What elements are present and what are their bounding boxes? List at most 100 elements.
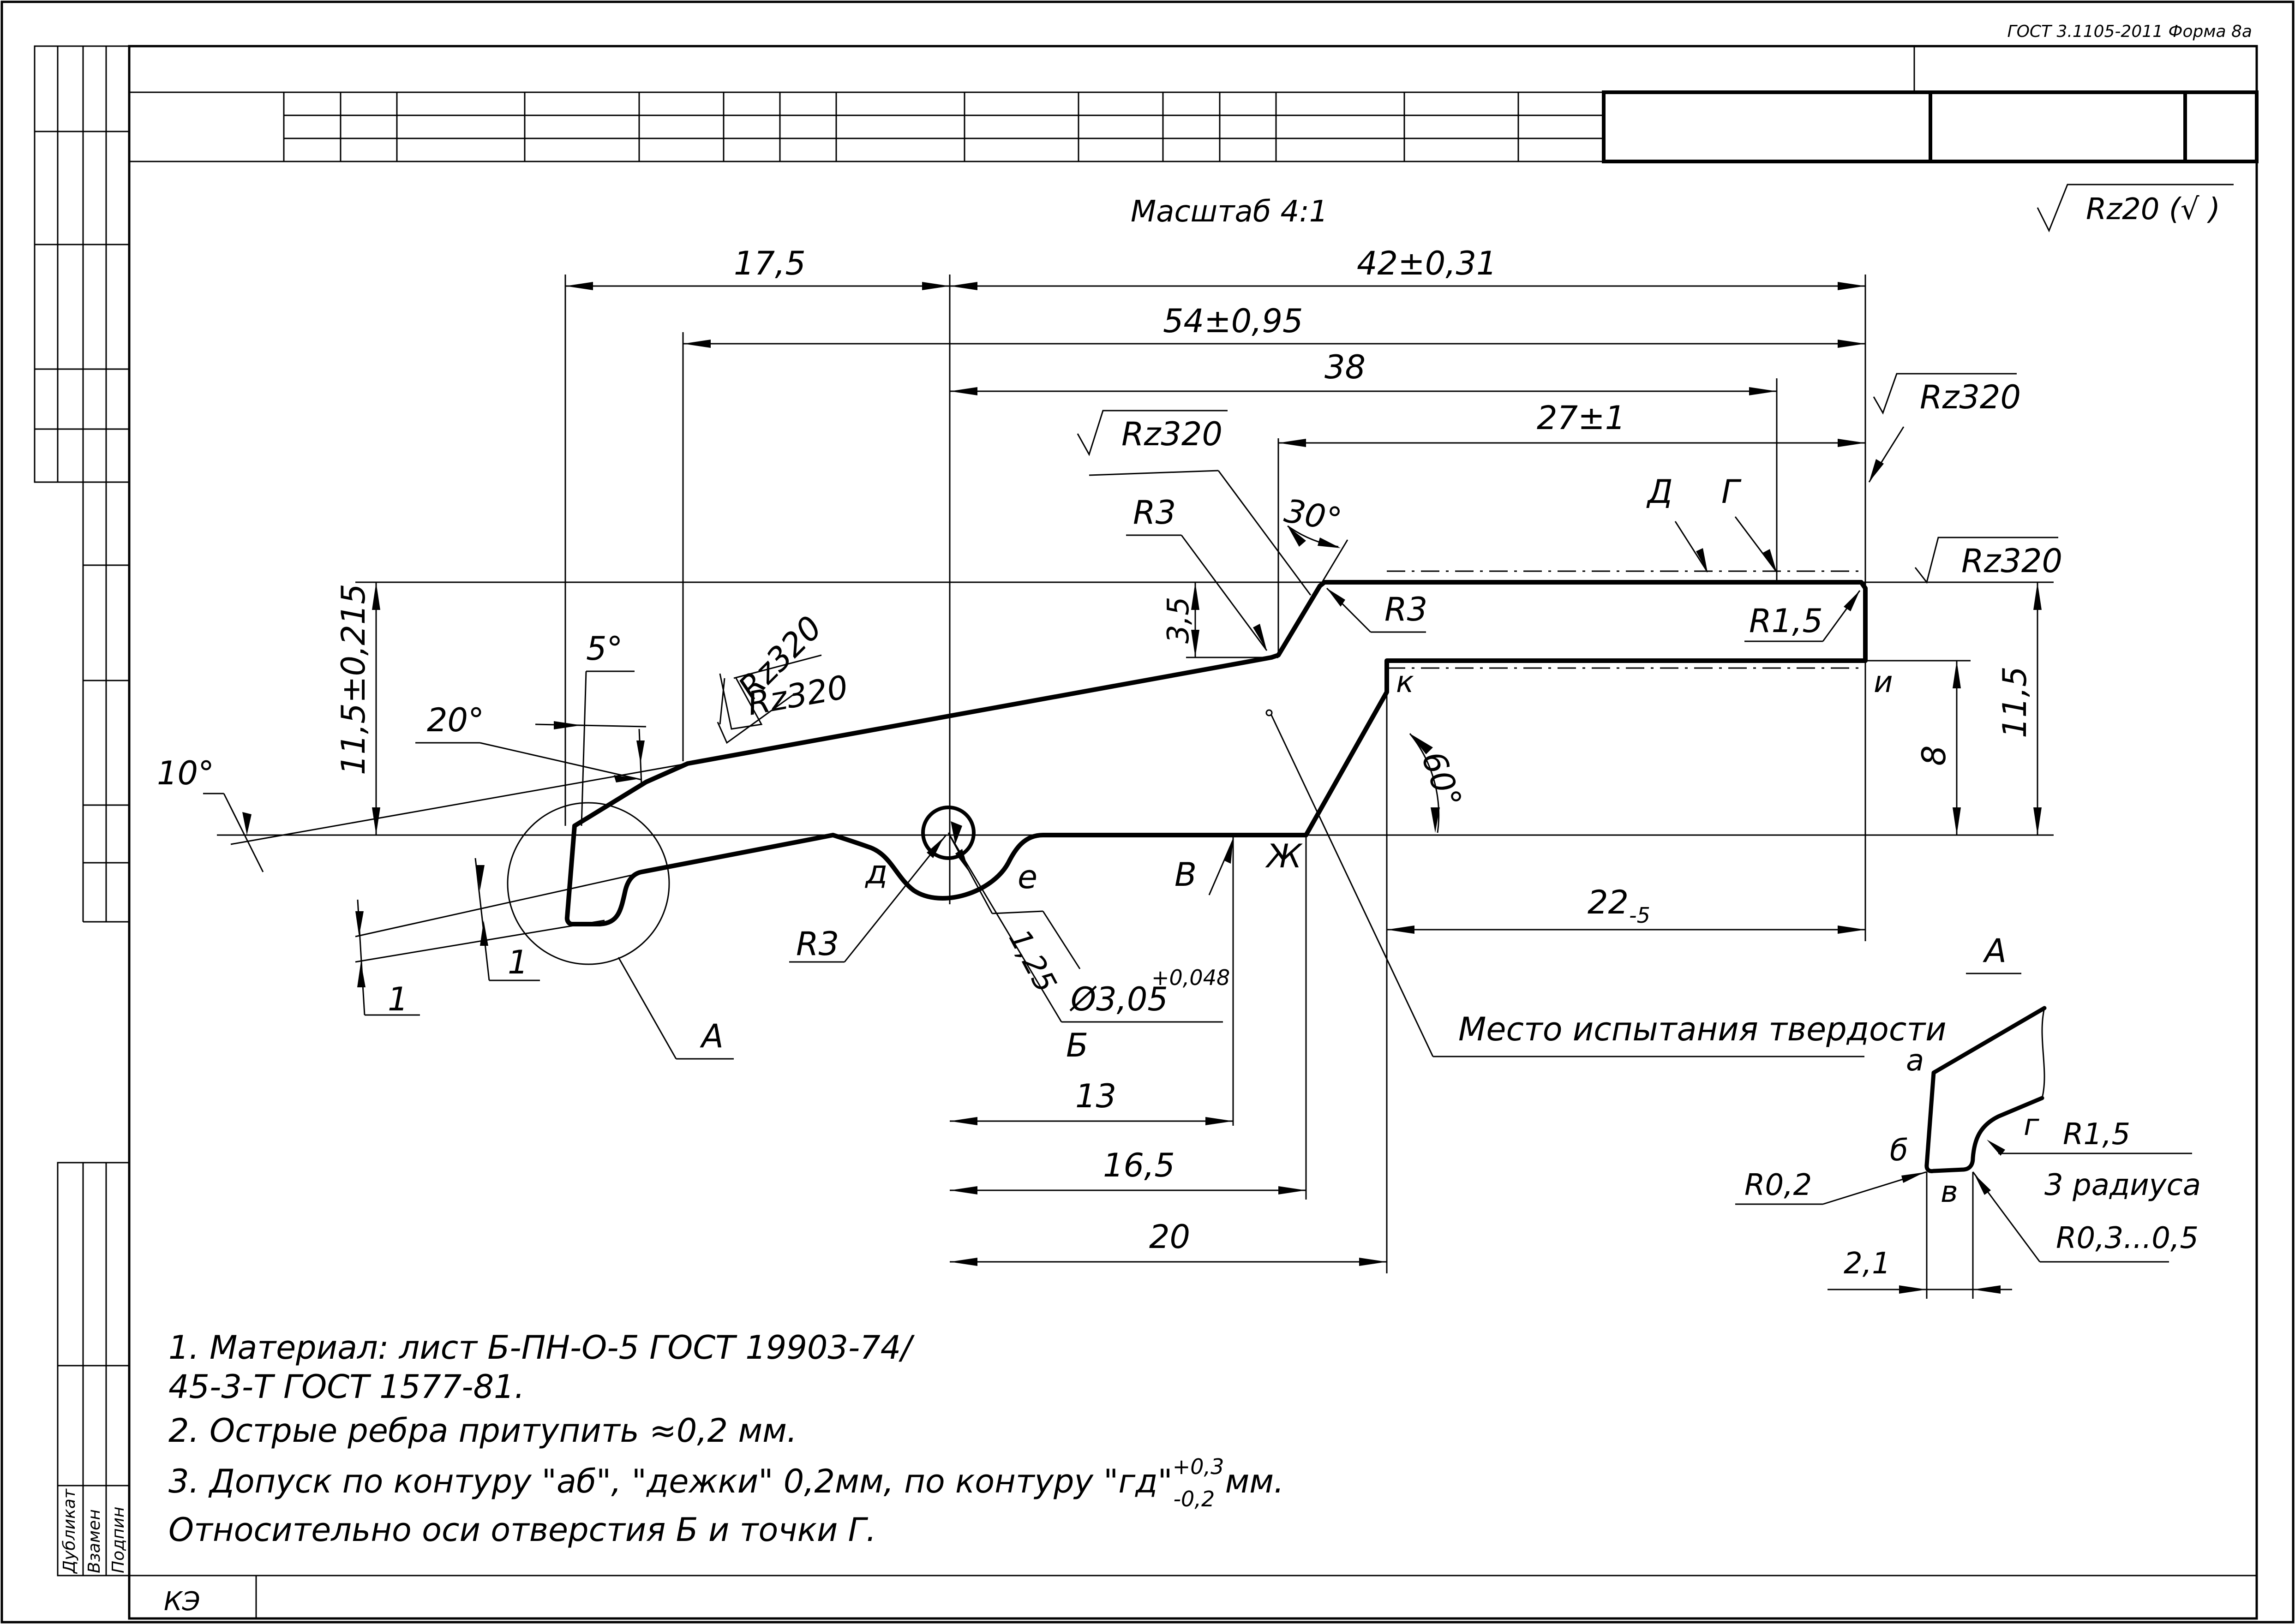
angle-60-label: 60° — [1414, 746, 1469, 813]
detail-r0-2: R0,2 — [1744, 1168, 1812, 1202]
dim-8 — [1953, 661, 1961, 835]
angle-10-label: 10° — [157, 754, 214, 792]
note-3-sup: +0,3 — [1173, 1454, 1224, 1479]
detail-r1-5-leader — [1987, 1140, 2192, 1156]
dim-16-5 — [950, 1186, 1306, 1194]
detail-r0-2-leader — [1735, 1171, 1927, 1205]
point-e: е — [1018, 858, 1037, 896]
note-1b: 45-3-Т ГОСТ 1577-81. — [168, 1368, 525, 1406]
detail-dim-2-1-label: 2,1 — [1844, 1247, 1891, 1281]
roughness-mark-3 — [1914, 537, 2058, 584]
roughness-mark-1-label: Rz320 — [1121, 415, 1222, 453]
dim-22 — [1387, 925, 1865, 934]
detail-radii: 3 радиуса — [2044, 1168, 2201, 1202]
angle-30 — [1277, 443, 1348, 586]
roughness-mark-1 — [1077, 410, 1312, 596]
angle-5-label: 5° — [586, 630, 623, 668]
roughness-mark-3-label: Rz320 — [1961, 542, 2062, 580]
dim-17-5 — [565, 282, 950, 290]
dim-20-label: 20 — [1149, 1218, 1190, 1256]
dim-38 — [950, 387, 1777, 395]
dim-42 — [950, 282, 1865, 290]
dim-11-5 — [2033, 582, 2042, 835]
construction-lines — [217, 275, 2054, 1273]
dim-1-right-label: 1 — [508, 943, 528, 981]
point-G: Г — [1721, 473, 1742, 511]
note-4: Относительно оси отверстия Б и точки Г. — [168, 1511, 876, 1549]
detail-title: А — [1983, 932, 2007, 970]
radius-r3-top-leader — [1126, 534, 1268, 651]
angle-60 — [1409, 733, 1440, 833]
roughness-mark-5 — [717, 678, 794, 744]
detail-point-b: б — [1890, 1134, 1908, 1168]
point-V-leader — [1208, 839, 1234, 896]
dim-1-left-label: 1 — [388, 980, 408, 1018]
dim-phi-tol: +0,048 — [1151, 965, 1230, 990]
note-3-sub: -0,2 — [1173, 1487, 1215, 1511]
dim-27 — [1278, 439, 1865, 447]
detail-A-circle — [507, 802, 670, 965]
side-label-vzamen: Взамен — [85, 1509, 104, 1573]
roughness-mark-2-label: Rz320 — [1920, 378, 2021, 416]
radius-r1-5: R1,5 — [1749, 602, 1823, 640]
dim-1-right — [474, 858, 540, 981]
point-K: к — [1396, 665, 1414, 699]
side-label-podpin: Подпин — [109, 1507, 128, 1573]
radius-r3-top: R3 — [1133, 494, 1176, 531]
dim-38-label: 38 — [1324, 348, 1366, 386]
angle-20-label: 20° — [427, 701, 484, 739]
radius-r1-5-leader — [1744, 590, 1861, 642]
point-B-label: Б — [1066, 1027, 1088, 1064]
inner-frame — [128, 45, 2258, 1620]
dim-54-label: 54±0,95 — [1163, 302, 1303, 340]
point-G-leader — [1734, 516, 1778, 573]
dim-phi-leader — [947, 821, 1223, 1023]
point-D: Д — [1646, 473, 1673, 511]
point-V: В — [1174, 856, 1197, 894]
dim-phi-label: Ø3,05 — [1069, 980, 1168, 1018]
dim-16-5-label: 16,5 — [1103, 1146, 1175, 1184]
roughness-mark-4 — [719, 654, 822, 730]
detail-dim-2-1 — [1828, 1172, 2012, 1299]
note-3: 3. Допуск по контуру "аб", "дежки" 0,2мм… — [168, 1454, 1284, 1511]
detail-A-leader — [617, 957, 734, 1060]
angle-20 — [415, 742, 642, 782]
radius-r3-low-leader — [789, 835, 947, 963]
dim-27-label: 27±1 — [1537, 399, 1625, 437]
scale-label: Масштаб 4:1 — [1131, 195, 1328, 229]
point-Zh: Ж — [1265, 837, 1303, 875]
roughness-mark-2 — [1868, 373, 2017, 483]
hardness-note: Место испытания твердости — [1458, 1010, 1947, 1048]
dim-54 — [683, 340, 1865, 348]
dim-11-5-tol-label: 11,5±0,215 — [335, 584, 372, 775]
point-D-leader — [1674, 521, 1708, 573]
dim-11-5-tol — [372, 582, 380, 835]
note-3-mm: мм. — [1215, 1463, 1284, 1500]
detail-contour — [1924, 1006, 2047, 1173]
left-binding-strip — [34, 45, 130, 1576]
detail-point-v: в — [1941, 1175, 1958, 1209]
dim-13-label: 13 — [1075, 1077, 1116, 1115]
detail-A-ref: А — [700, 1017, 724, 1055]
dim-42-label: 42±0,31 — [1357, 245, 1497, 282]
note-1a: 1. Материал: лист Б-ПН-О-5 ГОСТ 19903-74… — [168, 1329, 915, 1367]
detail-r03: R0,3...0,5 — [2056, 1221, 2199, 1255]
dim-22-sub: -5 — [1629, 903, 1650, 928]
radius-r3-mid: R3 — [1384, 591, 1427, 628]
part-contour — [564, 580, 1868, 926]
form-label: ГОСТ 3.1105-2011 Форма 8а — [2007, 22, 2252, 41]
dim-17-5-label: 17,5 — [734, 245, 806, 282]
point-I: и — [1874, 665, 1893, 699]
roughness-general: Rz20 (√ ) — [2086, 192, 2220, 227]
detail-point-g: г — [2024, 1108, 2039, 1142]
point-d: д — [865, 854, 887, 891]
dim-8-label: 8 — [1915, 745, 1953, 766]
dim-13 — [950, 1117, 1233, 1125]
side-label-dublikat: Дубликат — [60, 1488, 79, 1574]
dim-20 — [950, 1258, 1387, 1266]
detail-r03-leader — [1972, 1171, 2169, 1263]
roughness-general-sign — [2037, 184, 2234, 233]
detail-point-a: а — [1906, 1044, 1924, 1078]
